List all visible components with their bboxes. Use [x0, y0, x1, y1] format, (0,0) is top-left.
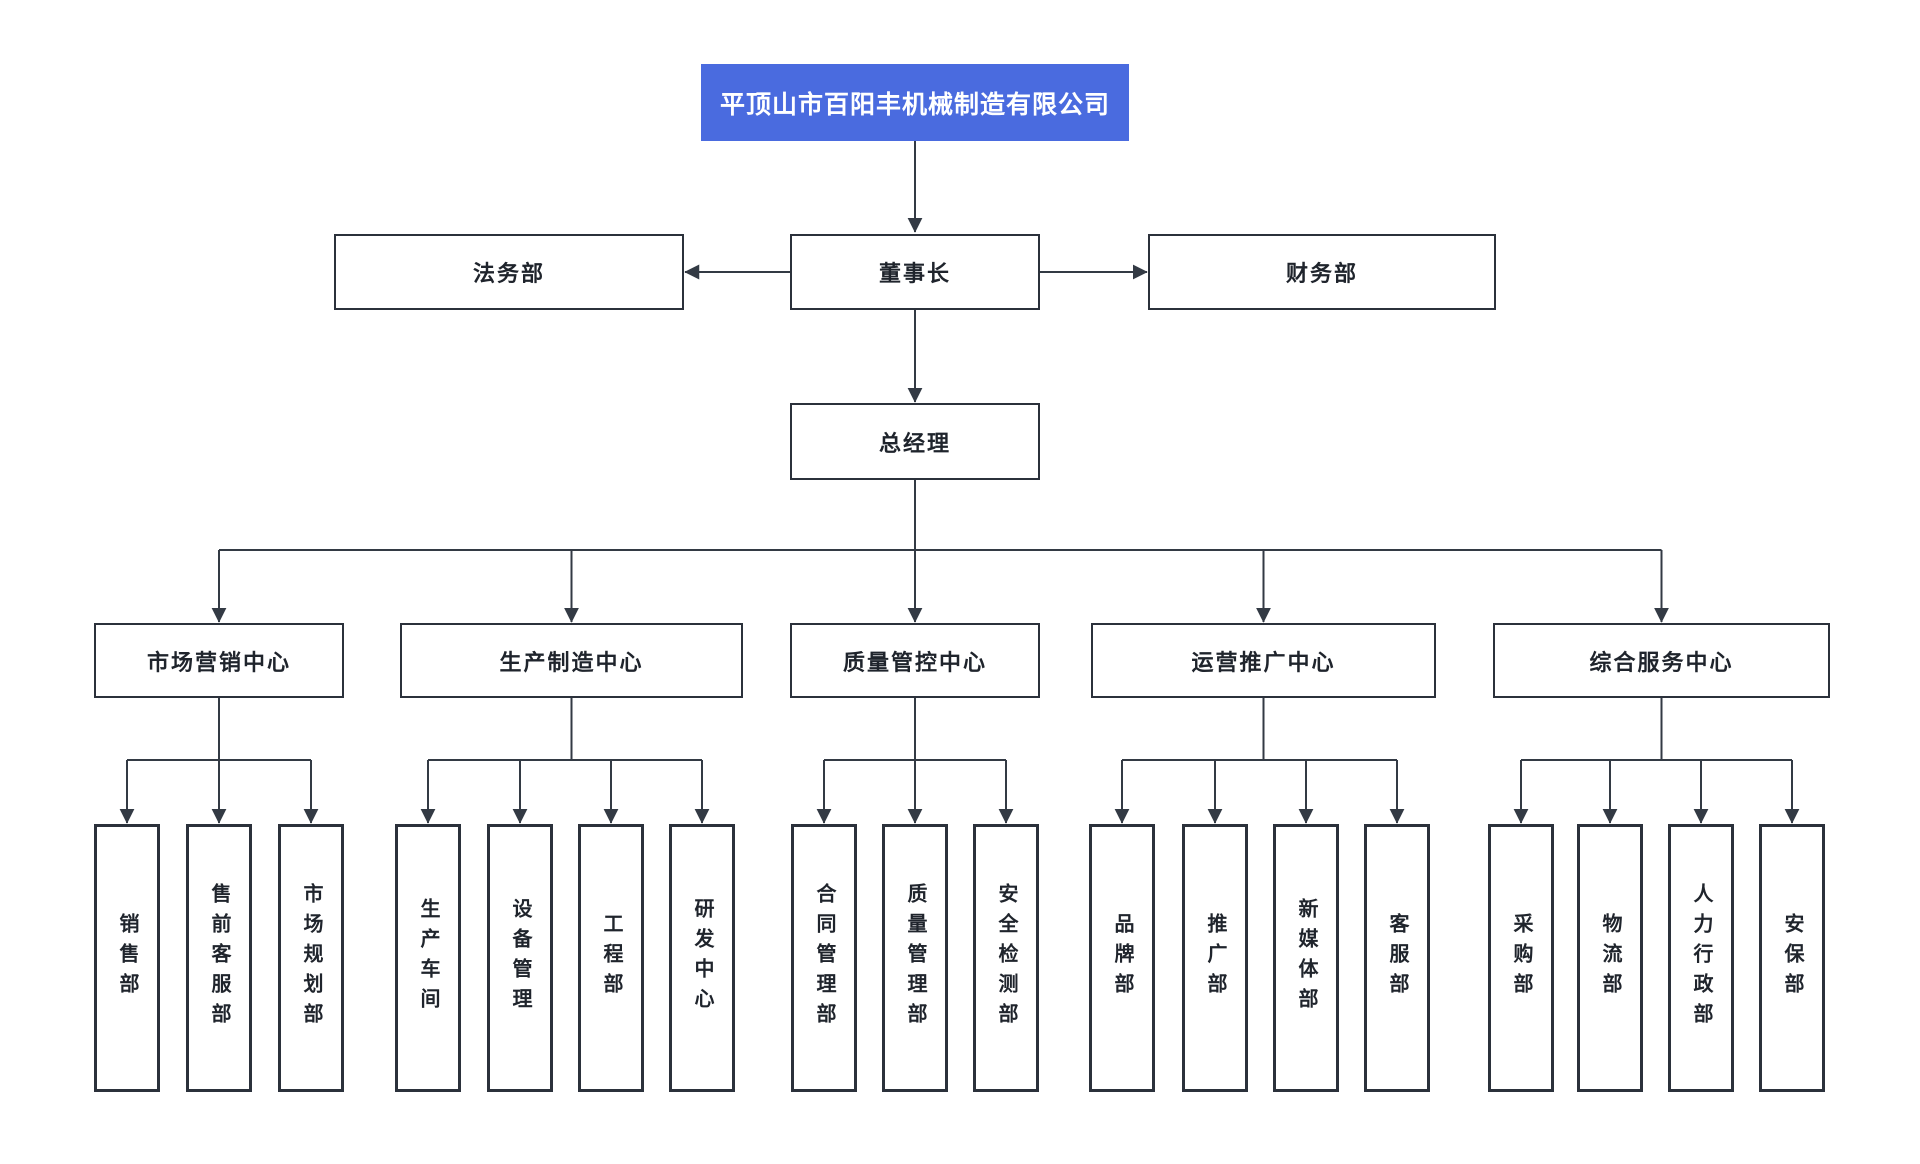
node-finance-dept: 财务部	[1148, 234, 1496, 310]
node-dept-logistics: 物流部	[1577, 824, 1643, 1092]
node-dept-rd-center: 研发中心	[669, 824, 735, 1092]
node-legal-dept: 法务部	[334, 234, 684, 310]
node-dept-safety-inspection: 安全检测部	[973, 824, 1039, 1092]
node-dept-hr-admin: 人力行政部	[1668, 824, 1734, 1092]
node-dept-promotion: 推广部	[1182, 824, 1248, 1092]
node-dept-new-media: 新媒体部	[1273, 824, 1339, 1092]
node-dept-contract-management: 合同管理部	[791, 824, 857, 1092]
company-name: 平顶山市百阳丰机械制造有限公司	[719, 90, 1110, 119]
node-dept-customer-service: 客服部	[1364, 824, 1430, 1092]
node-chairman: 董事长	[790, 234, 1040, 310]
node-dept-market-planning: 市场规划部	[278, 824, 344, 1092]
node-dept-sales: 销售部	[94, 824, 160, 1092]
node-center-production: 生产制造中心	[400, 623, 743, 698]
node-dept-security: 安保部	[1759, 824, 1825, 1092]
node-dept-equipment-management: 设备管理	[487, 824, 553, 1092]
node-dept-quality-management: 质量管理部	[882, 824, 948, 1092]
node-dept-production-workshop: 生产车间	[395, 824, 461, 1092]
node-dept-procurement: 采购部	[1488, 824, 1554, 1092]
node-center-quality: 质量管控中心	[790, 623, 1040, 698]
node-center-operations: 运营推广中心	[1091, 623, 1436, 698]
node-dept-brand: 品牌部	[1089, 824, 1155, 1092]
node-dept-presales-service: 售前客服部	[186, 824, 252, 1092]
node-center-marketing: 市场营销中心	[94, 623, 344, 698]
node-center-services: 综合服务中心	[1493, 623, 1830, 698]
node-company-root: 平顶山市百阳丰机械制造有限公司	[701, 64, 1129, 141]
node-dept-engineering: 工程部	[578, 824, 644, 1092]
node-general-manager: 总经理	[790, 403, 1040, 480]
